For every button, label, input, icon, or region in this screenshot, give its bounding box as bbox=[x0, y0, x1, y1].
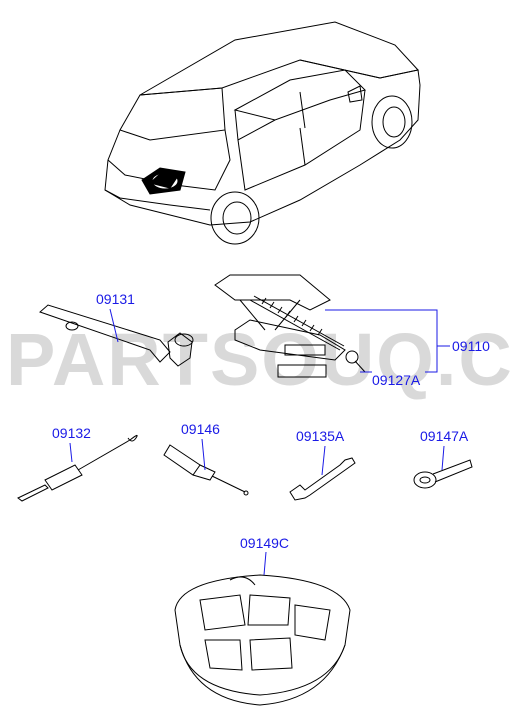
tool-tray-illustration bbox=[174, 574, 351, 706]
jack-illustration bbox=[214, 274, 366, 378]
hook-illustration bbox=[17, 434, 138, 502]
jack-leader-line bbox=[325, 309, 438, 373]
label-09110: 09110 bbox=[452, 338, 490, 354]
screwdriver-leader bbox=[201, 438, 206, 471]
tow-hook-illustration bbox=[413, 459, 473, 489]
tow-hook-leader bbox=[441, 445, 445, 471]
screwdriver-illustration bbox=[163, 444, 249, 496]
label-09146: 09146 bbox=[181, 421, 220, 437]
lug-wrench-illustration bbox=[39, 304, 194, 367]
hook-leader bbox=[69, 442, 73, 463]
tray-leader bbox=[263, 551, 267, 576]
car-illustration bbox=[104, 21, 421, 245]
spanner-illustration bbox=[289, 457, 356, 501]
label-09127A: 09127A bbox=[372, 372, 421, 388]
spanner-leader bbox=[321, 445, 326, 476]
lug-wrench-leader bbox=[109, 308, 119, 343]
label-09135A: 09135A bbox=[296, 428, 345, 444]
label-09131: 09131 bbox=[96, 291, 135, 307]
label-09132: 09132 bbox=[52, 425, 91, 441]
label-09147A: 09147A bbox=[420, 428, 469, 444]
watermark: PARTSOUQ.COM bbox=[6, 318, 510, 401]
label-09149C: 09149C bbox=[240, 535, 289, 551]
